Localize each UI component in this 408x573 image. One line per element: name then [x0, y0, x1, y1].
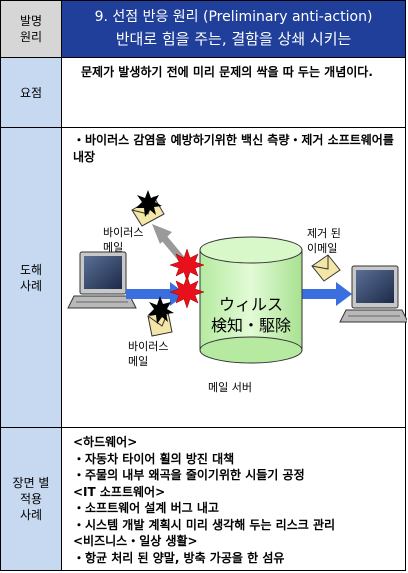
virus-mail-bottom-label-line2: 메일: [128, 354, 148, 368]
mail-server-label: 메일 서버: [208, 380, 252, 394]
application-item: ・주물의 내부 왜곡을 줄이기위한 시들기 공정: [73, 468, 305, 482]
virus-mail-bottom-label-line1: 바이러스: [128, 340, 168, 353]
illustration-label-line2: 사례: [19, 278, 43, 293]
application-item: ・항균 처리 된 양말, 방축 가공을 한 섬유: [73, 550, 285, 565]
virus-mail-top-label-line1: 바이러스: [103, 226, 143, 239]
application-item: ・시스템 개발 계획시 미리 생각해 두는 리스크 관리: [73, 517, 336, 532]
server-text-line1: ウィルス: [219, 295, 283, 314]
recipient-laptop-icon: [339, 265, 407, 323]
virus-mail-top-label-line2: 메일: [103, 240, 123, 254]
summary-row: 요점 문제가 발생하기 전에 미리 문제의 싹을 따 두는 개념이다.: [0, 57, 406, 128]
illustration-label-line1: 도해: [19, 262, 43, 277]
header-label-line2: 원리: [19, 30, 43, 44]
applications-label-line2: 적용: [19, 492, 43, 506]
illustration-row: 도해 사례 ・바이러스 감염을 예방하기위한 백신 측량・제거 소프트웨어를 내…: [0, 127, 407, 428]
virus-mail-envelope-icon: [131, 190, 165, 227]
applications-label: 장면 별 적용 사례: [1, 428, 62, 570]
removed-mail-label-line1: 제거 된: [307, 227, 341, 240]
header-label-line1: 발명: [19, 14, 43, 28]
application-item: ・자동차 타이어 휠의 방진 대책: [73, 451, 235, 466]
clean-mail-envelope-icon: [311, 254, 341, 282]
virus-diagram: ウィルス 検知・駆除: [67, 190, 407, 394]
server-text-line2: 検知・駆除: [211, 316, 291, 335]
application-item: <비즈니스・일상 생활>: [73, 534, 198, 548]
applications-list: <하드웨어> ・자동차 타이어 휠의 방진 대책 ・주물의 내부 왜곡을 줄이기위한…: [73, 434, 399, 566]
header-title: 9. 선점 반응 원리 (Preliminary anti-action) 반대…: [62, 1, 405, 57]
application-item: <IT 소프트웨어>: [73, 484, 166, 499]
application-item: <하드웨어>: [73, 435, 138, 449]
illustration-label: 도해 사례: [1, 128, 62, 427]
header-title-line1: 9. 선점 반응 원리 (Preliminary anti-action): [94, 9, 373, 25]
applications-label-line3: 사례: [19, 508, 43, 522]
summary-label: 요점: [1, 58, 62, 127]
sender-laptop-icon: [67, 251, 137, 309]
application-item: ・소프트웨어 설계 버그 내고: [73, 501, 219, 515]
mail-flow-arrow-out: [294, 282, 352, 306]
applications-label-line1: 장면 별: [12, 476, 50, 490]
summary-text: 문제가 발생하기 전에 미리 문제의 싹을 따 두는 개념이다.: [81, 65, 373, 79]
virus-burst-icon: [169, 275, 205, 309]
header-title-line2: 반대로 힘을 주는, 결함을 상쇄 시키는: [115, 30, 352, 48]
header-row: 발명 원리 9. 선점 반응 원리 (Preliminary anti-acti…: [0, 0, 406, 58]
mail-server-cylinder-icon: ウィルス 検知・駆除: [199, 236, 303, 364]
illustration-caption: ・바이러스 감염을 예방하기위한 백신 측량・제거 소프트웨어를 내장: [73, 133, 394, 164]
header-label: 발명 원리: [1, 1, 62, 57]
removed-mail-label-line2: 이메일: [307, 241, 337, 255]
virus-mail-envelope-icon: [147, 296, 174, 337]
applications-row: 장면 별 적용 사례 <하드웨어> ・자동차 타이어 휠의 방진 대책 ・주물의 내…: [0, 427, 406, 571]
